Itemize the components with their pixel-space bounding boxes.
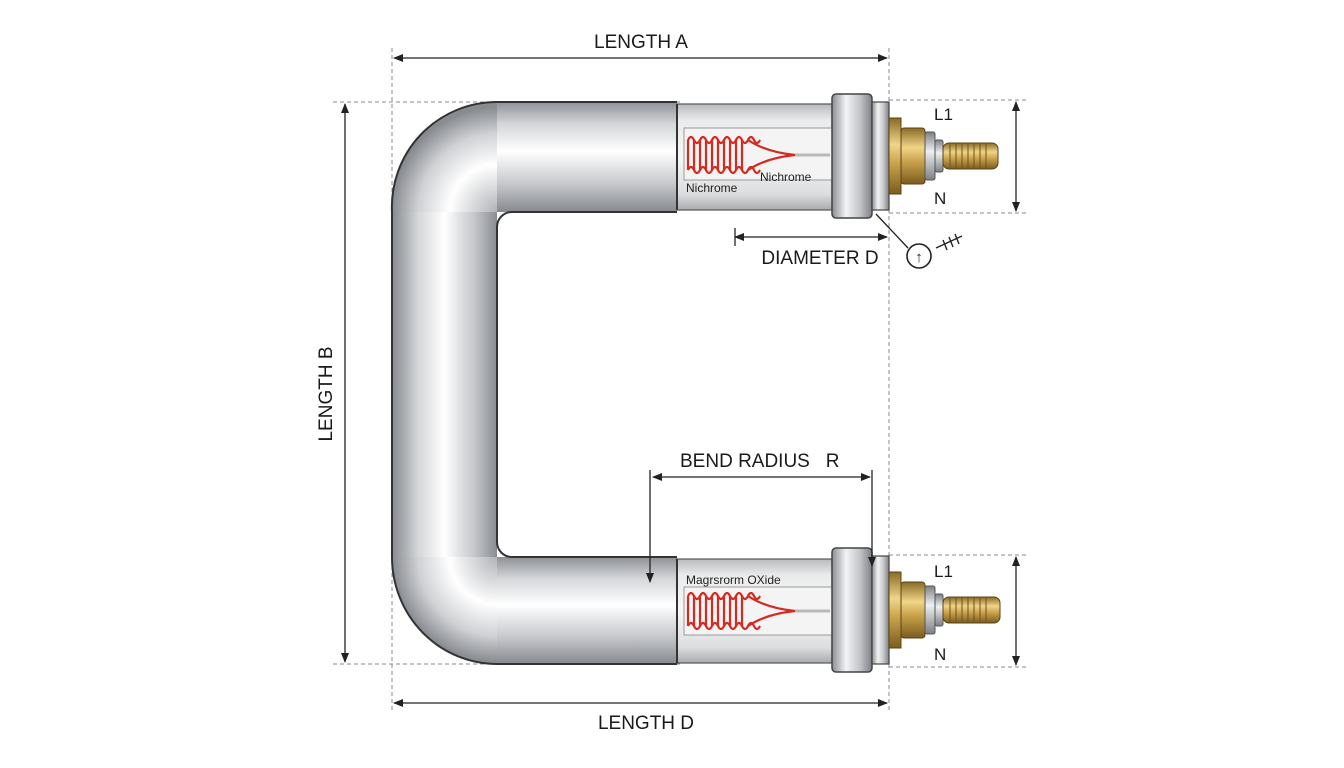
length-d-label: LENGTH D bbox=[598, 713, 694, 734]
top-terminal bbox=[831, 93, 999, 219]
dimension-lines bbox=[341, 54, 1020, 707]
bottom-terminal-l1-label: L1 bbox=[934, 562, 953, 581]
top-bend bbox=[391, 101, 497, 212]
inner-label-magnesium-oxide: Magrsrorm OXide bbox=[686, 573, 781, 587]
bottom-terminal-n-label: N bbox=[934, 645, 946, 664]
top-collar bbox=[831, 93, 873, 219]
length-a-label: LENGTH A bbox=[594, 32, 688, 53]
bottom-collar bbox=[831, 547, 873, 673]
top-terminal-l1-label: L1 bbox=[934, 105, 953, 124]
inner-label-nichrome-right: Nichrome bbox=[760, 170, 812, 184]
bottom-cutaway: Magrsrorm OXide bbox=[676, 558, 833, 664]
symbol-leader bbox=[875, 213, 909, 249]
diameter-d-label: DIAMETER D bbox=[761, 248, 878, 269]
bend-radius-label: BEND RADIUS R bbox=[680, 451, 839, 472]
svg-text:↑: ↑ bbox=[915, 249, 923, 266]
top-tube-section bbox=[497, 102, 677, 212]
top-coil bbox=[686, 135, 830, 175]
bottom-coil bbox=[686, 591, 830, 631]
left-tube-section bbox=[392, 210, 497, 560]
top-terminal-n-label: N bbox=[934, 189, 946, 208]
grounding-symbol: ↑ bbox=[906, 233, 963, 269]
inner-label-nichrome-left: Nichrome bbox=[686, 181, 738, 195]
bottom-terminal bbox=[831, 547, 1001, 673]
top-cutaway: Nichrome Nichrome bbox=[676, 103, 833, 211]
length-b-label: LENGTH B bbox=[316, 346, 337, 441]
bottom-bend bbox=[391, 557, 497, 664]
heater-tube bbox=[390, 100, 677, 665]
